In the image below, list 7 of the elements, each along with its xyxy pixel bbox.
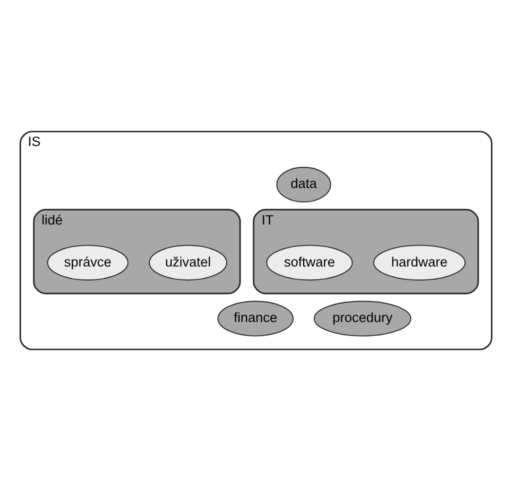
node-ellipse: procedury	[314, 300, 412, 336]
node-ellipse: software	[266, 244, 353, 280]
node-ellipse: správce	[47, 244, 128, 280]
node-ellipse: data	[276, 166, 332, 202]
node-ellipse: hardware	[373, 244, 466, 280]
node-ellipse: finance	[217, 300, 294, 336]
node-ellipse: uživatel	[148, 244, 228, 280]
